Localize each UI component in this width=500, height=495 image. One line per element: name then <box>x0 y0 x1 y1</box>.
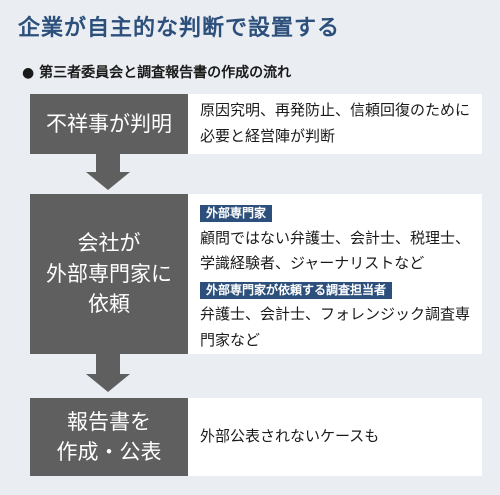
step-1-box: 不祥事が判明 <box>30 94 188 154</box>
step-1-detail: 原因究明、再発防止、信頼回復のために必要と経営陣が判断 <box>188 94 482 154</box>
step-1-label: 不祥事が判明 <box>46 111 172 136</box>
investigator-description: 弁護士、会計士、フォレンジック調査専門家など <box>200 305 471 349</box>
investigator-tag: 外部専門家が依頼する調査担当者 <box>200 281 393 299</box>
step-2-label-line-2: 外部専門家に <box>46 261 172 286</box>
flow-arrow-1-icon <box>86 172 130 190</box>
step-2-box: 会社が 外部専門家に 依頼 <box>30 194 188 354</box>
step-3-label-line-1: 報告書を <box>67 409 151 434</box>
step-3-label-line-2: 作成・公表 <box>56 440 162 464</box>
step-1-description: 原因究明、再発防止、信頼回復のために必要と経営陣が判断 <box>200 101 471 145</box>
step-3-box: 報告書を 作成・公表 <box>30 398 188 476</box>
flow-arrow-2-icon <box>86 374 130 392</box>
step-3-detail: 外部公表されないケースも <box>188 398 482 476</box>
step-2-label-line-1: 会社が <box>77 231 141 256</box>
page-title: 企業が自主的な判断で設置する <box>18 16 341 41</box>
step-2-label-line-3: 依頼 <box>88 292 130 317</box>
flow-arrow-1-shaft <box>96 154 120 172</box>
subtitle: ● 第三者委員会と調査報告書の作成の流れ <box>22 65 292 81</box>
outside-expert-tag: 外部専門家 <box>200 205 273 223</box>
flow-arrow-2-shaft <box>96 354 120 374</box>
outside-expert-description: 顧問ではない弁護士、会計士、税理士、学識経験者、ジャーナリストなど <box>200 228 471 273</box>
step-2-detail: 外部専門家 顧問ではない弁護士、会計士、税理士、学識経験者、ジャーナリストなど … <box>188 194 482 354</box>
step-3-description: 外部公表されないケースも <box>200 427 380 446</box>
